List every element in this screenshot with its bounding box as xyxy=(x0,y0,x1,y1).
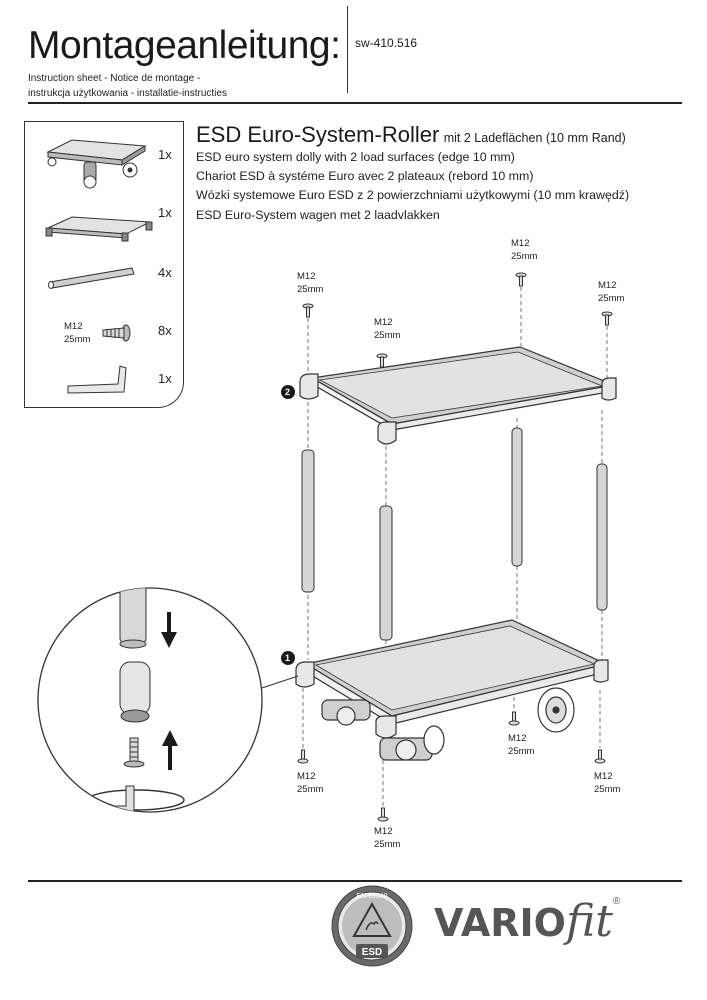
part-label: M12 xyxy=(64,321,83,332)
step-number: 1 xyxy=(285,653,291,663)
part-quantity: 1x xyxy=(158,147,172,162)
screw-label: M12 xyxy=(297,271,316,282)
dolly-base-icon xyxy=(46,139,147,189)
brand-name: VARIO xyxy=(434,901,566,945)
screw-label: M12 xyxy=(511,238,530,249)
esd-badge-label: ESD xyxy=(362,947,383,958)
screw-label: 25mm xyxy=(511,251,538,262)
step-marker-1 xyxy=(281,651,295,665)
header: Montageanleitung: sw-410.516 Instruction… xyxy=(0,0,707,106)
screw-label: M12 xyxy=(374,317,393,328)
screw-icon xyxy=(297,711,606,822)
step-number: 2 xyxy=(285,387,291,397)
screw-label: 25mm xyxy=(508,746,535,757)
detail-callout-line xyxy=(261,675,299,689)
screw-label: M12 xyxy=(598,280,617,291)
part-quantity: 1x xyxy=(158,371,172,386)
arrow-up-icon xyxy=(162,730,178,770)
brand-name-script: fit xyxy=(565,896,613,947)
screw-label: M12 xyxy=(508,733,527,744)
tube-post-icon xyxy=(48,267,135,289)
parts-list-box xyxy=(24,121,184,408)
screw-label: 25mm xyxy=(297,284,324,295)
dolly-base xyxy=(295,619,609,761)
part-quantity: 1x xyxy=(158,205,172,220)
brand-logo: VARIOfit® xyxy=(434,896,620,947)
translation-nl: ESD Euro-System wagen met 2 laadvlakken xyxy=(196,208,440,222)
screw-label: 25mm xyxy=(374,330,401,341)
step-marker-2 xyxy=(281,385,295,399)
part-quantity: 4x xyxy=(158,265,172,280)
top-shelf xyxy=(299,346,617,445)
allen-key-icon xyxy=(67,365,127,394)
screw-label: 25mm xyxy=(598,293,625,304)
page-title: Montageanleitung: xyxy=(28,24,341,67)
part-label: 25mm xyxy=(64,334,91,345)
load-shelf-icon xyxy=(45,216,153,242)
detail-view xyxy=(37,587,263,813)
screw-label: M12 xyxy=(297,771,316,782)
screw-label: 25mm xyxy=(594,784,621,795)
parts-box-border-left xyxy=(24,121,26,408)
tube-post-icon xyxy=(301,427,608,641)
product-name-suffix: mit 2 Ladeflächen (10 mm Rand) xyxy=(443,131,626,145)
screw-label: 25mm xyxy=(297,784,324,795)
esd-badge-icon: ESD EN 61340 xyxy=(331,885,413,967)
screw-label: 25mm xyxy=(374,839,401,850)
screw-icon xyxy=(102,324,131,342)
product-name: ESD Euro-System-Roller xyxy=(196,122,440,147)
arrow-down-icon xyxy=(161,612,177,648)
product-title: ESD Euro-System-Roller mit 2 Ladeflächen… xyxy=(196,122,626,148)
part-quantity: 8x xyxy=(158,323,172,338)
parts-box-border-top xyxy=(24,121,184,123)
screw-icon xyxy=(302,272,613,368)
screw-label: M12 xyxy=(594,771,613,782)
header-divider xyxy=(347,6,348,93)
translation-en: ESD euro system dolly with 2 load surfac… xyxy=(196,150,515,164)
subtitle-line-2: instrukcja użytkowania - installatie-ins… xyxy=(28,88,227,99)
esd-badge-standard: EN 61340 xyxy=(356,893,387,900)
article-number: sw-410.516 xyxy=(355,36,418,50)
translation-fr: Chariot ESD à systéme Euro avec 2 platea… xyxy=(196,169,534,183)
subtitle-line-1: Instruction sheet - Notice de montage - xyxy=(28,73,201,84)
translation-pl: Wózki systemowe Euro ESD z 2 powierzchni… xyxy=(196,188,630,202)
footer-rule xyxy=(28,880,682,882)
screw-label: M12 xyxy=(374,826,393,837)
header-rule xyxy=(28,102,682,104)
registered-mark: ® xyxy=(612,896,621,907)
